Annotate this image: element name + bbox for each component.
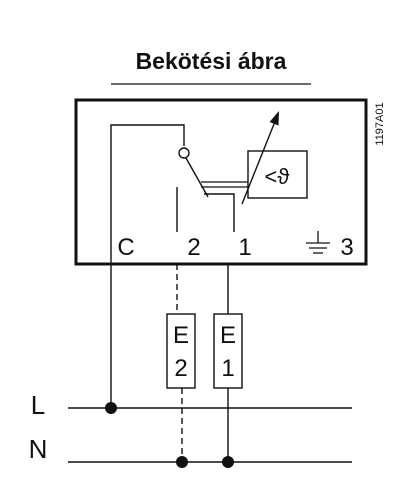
junction-dot-n-e2 — [176, 456, 188, 468]
terminal-3-label: 3 — [340, 234, 353, 261]
load-e2: E 2 — [166, 313, 196, 389]
load-e2-number: 2 — [174, 355, 187, 382]
load-e1: E 1 — [213, 313, 243, 389]
arrow-head-icon — [269, 111, 279, 126]
load-e2-letter: E — [173, 322, 189, 349]
line-l-label: L — [31, 390, 45, 420]
sensor-symbol: <ϑ — [265, 164, 290, 189]
junction-dot-l — [105, 402, 117, 414]
diagram-title: Bekötési ábra — [136, 48, 287, 74]
thermostat-housing — [74, 98, 368, 266]
load-e1-letter: E — [220, 322, 236, 349]
internal-wiring — [110, 124, 248, 264]
junction-dot-n-e1 — [222, 456, 234, 468]
terminal-c-label: C — [117, 234, 134, 261]
drawing-code: 1197A01 — [374, 102, 386, 145]
adjustment-arrow-icon — [241, 118, 277, 205]
ground-icon — [306, 231, 330, 254]
line-n-label: N — [29, 434, 48, 464]
terminal-2-label: 2 — [187, 234, 200, 261]
external-wiring — [110, 264, 229, 462]
terminal-1-label: 1 — [238, 234, 251, 261]
load-e1-number: 1 — [221, 355, 234, 382]
temperature-sensor: <ϑ — [241, 111, 308, 205]
